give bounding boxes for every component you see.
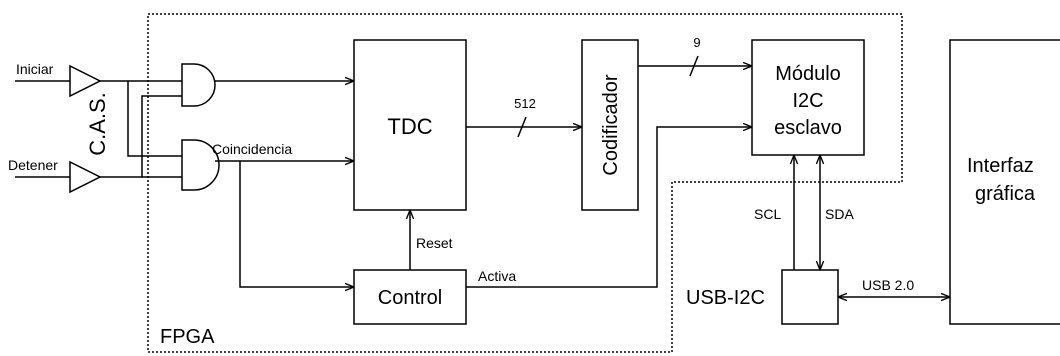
detener-buffer (69, 160, 102, 194)
tdc-block (353, 39, 467, 211)
modulo-label-line3: esclavo (774, 117, 842, 139)
usb-i2c-label: USB-I2C (686, 287, 765, 309)
iniciar-label: Iniciar (16, 61, 54, 77)
tdc-label: TDC (387, 114, 432, 139)
bus-9-label: 9 (693, 35, 700, 50)
codificador-label: Codificador (600, 74, 622, 176)
interfaz-grafica-block (949, 39, 1060, 325)
usb-i2c-block (781, 269, 839, 325)
fpga-boundary (147, 13, 903, 353)
interfaz-label-line2: gráfica (975, 183, 1036, 205)
modulo-i2c-block (751, 39, 865, 156)
sda-label: SDA (825, 206, 854, 222)
interfaz-label-line1: Interfaz (967, 155, 1034, 177)
bus-512-label: 512 (514, 96, 536, 111)
cas-label: C.A.S. (85, 92, 110, 156)
codificador-block (581, 39, 639, 211)
and-gate-top (181, 63, 216, 107)
modulo-label-line2: I2C (792, 90, 823, 112)
modulo-label-line1: Módulo (775, 63, 841, 85)
fpga-label: FPGA (160, 326, 215, 348)
and-gate-bottom (181, 139, 220, 191)
activa-label: Activa (478, 268, 516, 284)
reset-label: Reset (416, 235, 453, 251)
scl-label: SCL (754, 206, 781, 222)
usb20-label: USB 2.0 (862, 277, 914, 293)
detener-label: Detener (8, 157, 58, 173)
control-block (353, 269, 467, 325)
control-label: Control (378, 287, 442, 309)
coincidencia-label: Coincidencia (212, 141, 292, 157)
iniciar-buffer (69, 64, 102, 98)
